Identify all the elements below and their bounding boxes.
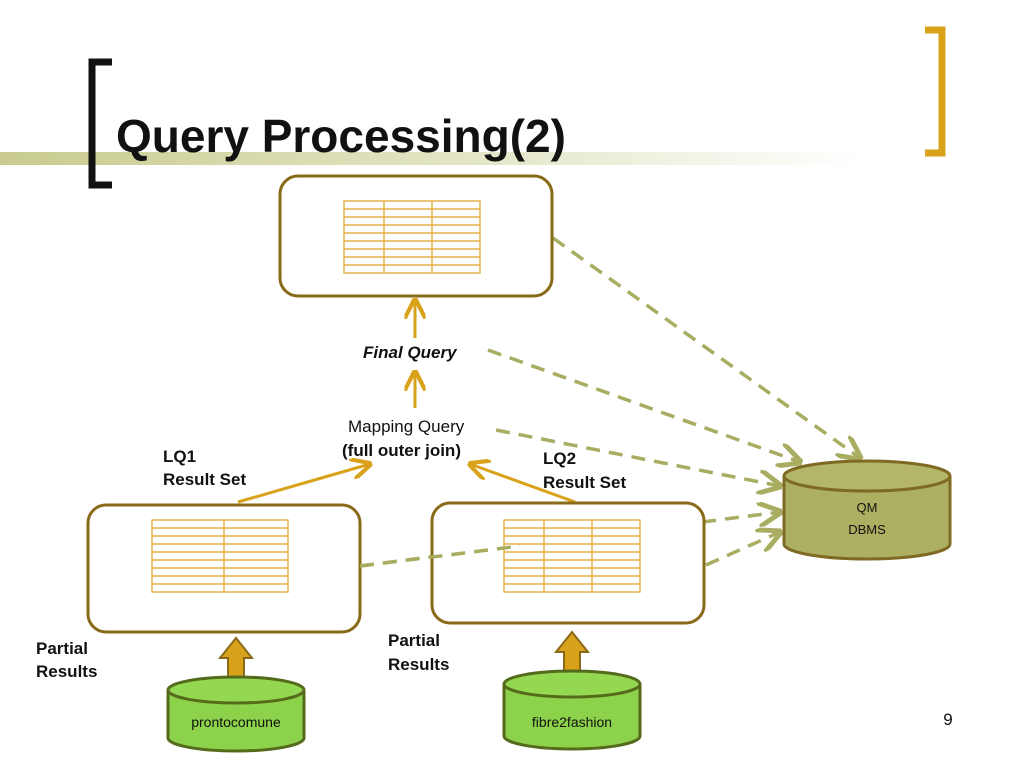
final-result-box <box>278 174 554 298</box>
partial-results-right-line1: Partial <box>388 631 440 650</box>
partial-results-right-line2: Results <box>388 655 449 674</box>
final-query-label: Final Query <box>363 343 458 362</box>
source-cylinder-prontocomune <box>166 675 306 753</box>
slide-title: Query Processing(2) <box>116 110 566 162</box>
page-number: 9 <box>943 710 952 729</box>
partial-results-left-line1: Partial <box>36 639 88 658</box>
qm-dbms-cylinder <box>782 459 952 561</box>
qm-label-line2: DBMS <box>848 522 886 537</box>
dashed-left-box-overlay <box>359 544 521 568</box>
dashed-mapping-query <box>495 428 780 486</box>
header-bar <box>0 152 860 165</box>
arrow-lq2-to-mapping <box>470 464 576 504</box>
final-result-table <box>343 200 481 274</box>
left-bracket <box>88 58 112 189</box>
lq1-label-line2: Result Set <box>163 470 246 489</box>
mapping-query-line1: Mapping Query <box>348 417 465 436</box>
source-cylinder-fibre2fashion <box>502 669 642 751</box>
lq2-result-table <box>503 519 641 593</box>
dashed-final-query <box>487 348 800 462</box>
source-label-prontocomune: prontocomune <box>191 714 281 730</box>
lq1-result-table <box>151 519 289 593</box>
lq2-label-line1: LQ2 <box>543 449 576 468</box>
mapping-query-line2: (full outer join) <box>342 441 461 460</box>
right-bracket <box>925 26 946 157</box>
source-label-fibre2fashion: fibre2fashion <box>532 714 612 730</box>
lq2-result-box <box>430 501 706 625</box>
lq1-label-line1: LQ1 <box>163 447 196 466</box>
dashed-top-box <box>551 236 860 458</box>
arrow-lq1-to-mapping <box>237 464 370 504</box>
dashed-right-box <box>705 532 780 567</box>
qm-label-line1: QM <box>857 500 878 515</box>
lq2-label-line2: Result Set <box>543 473 626 492</box>
partial-results-left-line2: Results <box>36 662 97 681</box>
